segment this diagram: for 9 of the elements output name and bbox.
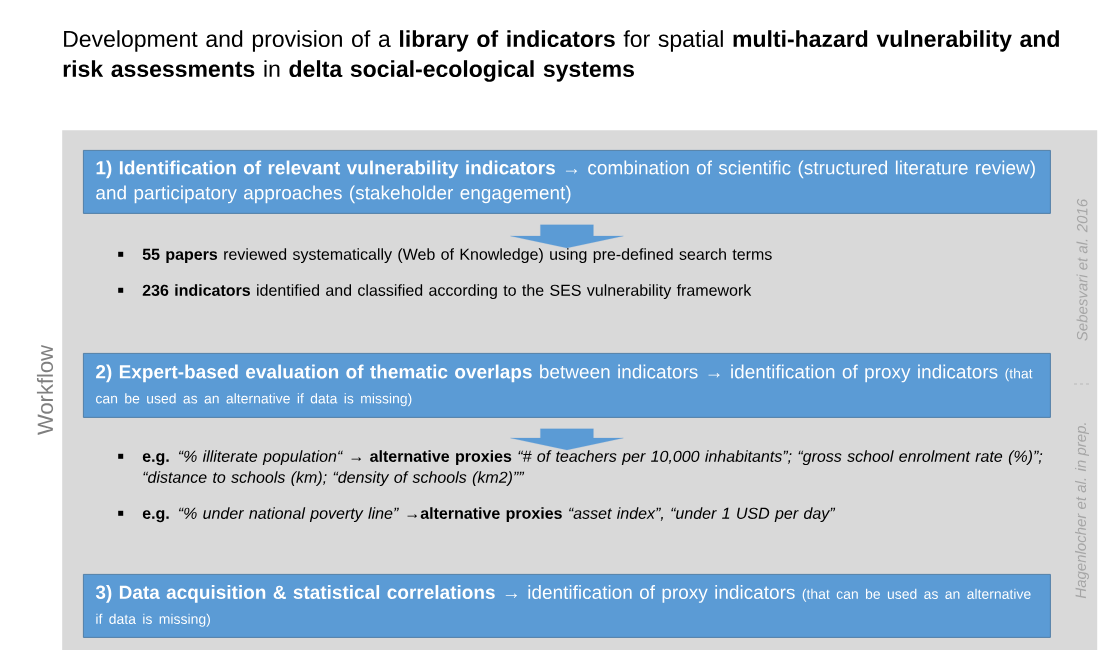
process-box: 3) Data acquisition & statistical correlations → identification of proxy indicators (that can be used as an alternative if data is missing)	[83, 574, 1051, 638]
side-heading: Workflow	[36, 344, 54, 435]
title: Development and provision of a library of indicators for spatial multi-hazard vulnerability and risk assessments in delta social-ecological systems	[63, 30, 1059, 82]
process-box: 1) Identification of relevant vulnerability indicators → combination of scientific (structured literature review) and participatory approaches (stakeholder engagement)	[83, 150, 1051, 214]
bullet-item: 236 indicators identified and classified according to the SES vulnerability framework	[118, 284, 752, 300]
process-box: 2) Expert-based evaluation of thematic overlaps between indicators → identification of proxy indicators (that can be used as an alternative if data is missing)	[83, 353, 1051, 418]
bullet-item: 55 papers reviewed systematically (Web of Knowledge) using pre-defined search terms	[118, 248, 772, 264]
bullet-item: e.g. “% illiterate population“ → alternative proxies “# of teachers per 10,000 inhabitants”; “gross school enrolment rate (%)”; “distance to schools (km); “density of schools (km2)””	[118, 450, 1043, 487]
bullet-item: e.g. “% under national poverty line” →alternative proxies “asset index”, “under 1 USD per day”	[118, 507, 836, 523]
